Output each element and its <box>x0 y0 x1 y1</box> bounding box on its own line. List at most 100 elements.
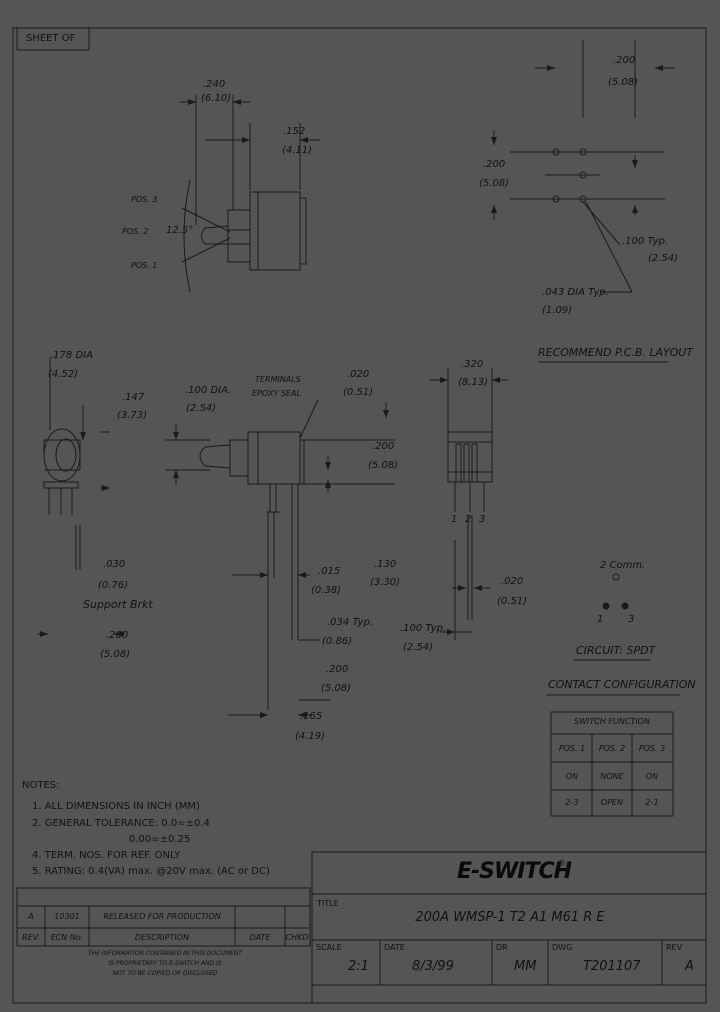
note-2: 2. GENERAL TOLERANCE: 0.0=±0.4 <box>32 818 210 829</box>
notes-title: NOTES: <box>22 780 60 791</box>
dim-020-b-mm: (0.51) <box>497 596 528 607</box>
header-rev: REV. <box>22 933 40 942</box>
table-cell-r1-pos3: ON <box>645 772 659 781</box>
circuit-terminal-3: 3 <box>628 614 635 625</box>
disclaimer-line-2: IS PROPRIETARY TO E-SWITCH AND IS <box>108 960 222 967</box>
dim-030-mm: (0.76) <box>98 580 129 591</box>
dim-200-b: .200 <box>372 441 395 452</box>
dim-130-mm: (3.30) <box>370 577 401 588</box>
date-value: 8/3/99 <box>412 959 454 974</box>
brand-registered-mark: ® <box>557 859 566 869</box>
scale-label: SCALE <box>316 943 342 952</box>
dwg-label: DWG <box>552 943 573 952</box>
dim-200-d: .200 <box>326 664 349 675</box>
dim-100-typ-2-mm: (2.54) <box>403 642 434 653</box>
circuit-terminal-1: 1 <box>597 614 604 625</box>
rev-label: REV <box>666 943 683 952</box>
dr-value: MM <box>514 959 537 974</box>
label-pos3: POS. 3 <box>131 195 158 204</box>
label-support-bracket: Support Brkt <box>83 598 153 611</box>
dim-043-mm: (1.09) <box>542 305 573 316</box>
dim-152-mm: (4.11) <box>282 145 313 156</box>
dim-015: .015 <box>318 566 341 577</box>
pin-2: 2 <box>465 514 472 525</box>
date-label: DATE <box>384 943 405 952</box>
dim-034-mm: (0.86) <box>322 636 353 647</box>
dim-178: .178 DIA <box>50 350 93 361</box>
dwg-value: T201107 <box>583 959 641 974</box>
dim-200-c: .200 <box>106 630 129 641</box>
circuit-label: CIRCUIT: SPDT <box>576 644 656 657</box>
table-cell-r2-pos2: OPEN <box>600 798 624 807</box>
dim-020-a-mm: (0.51) <box>343 387 374 398</box>
table-cell-r1-pos2: NONE <box>600 772 624 781</box>
dr-label: DR <box>496 943 508 952</box>
header-description: DESCRIPTION <box>134 933 190 942</box>
dim-240-mm: (6.10) <box>201 93 232 104</box>
dim-100-dia: .100 DIA. <box>185 385 232 396</box>
dim-165: .165 <box>300 711 323 722</box>
dim-178-mm: (4.52) <box>48 369 79 380</box>
label-angle: 12.5° <box>166 225 194 236</box>
dim-200-c-mm: (5.08) <box>100 649 131 660</box>
table-cell-r2-pos1: 2-3 <box>565 798 579 807</box>
revision-description: RELEASED FOR PRODUCTION <box>103 912 221 921</box>
pin-3: 3 <box>479 514 486 525</box>
dim-200-b-mm: (5.08) <box>368 460 399 471</box>
dim-043: .043 DIA Typ. <box>542 287 609 298</box>
recommend-pcb-layout: RECOMMEND P.C.B. LAYOUT <box>538 346 693 359</box>
dim-200-left-mm: (5.08) <box>479 178 510 189</box>
dim-100-dia-mm: (2.54) <box>186 403 217 414</box>
table-header-pos3: POS. 3 <box>638 744 666 753</box>
dim-147-mm: (3.73) <box>117 410 148 421</box>
dim-200-left: .200 <box>483 159 506 170</box>
dim-100-typ-mm: (2.54) <box>648 253 679 264</box>
table-header-pos1: POS. 1 <box>558 744 586 753</box>
note-4: 5. RATING: 0.4(VA) max. @20V max. (AC or… <box>32 866 270 877</box>
header-chkd: CHKD <box>285 933 309 942</box>
dim-020-b: .020 <box>501 576 524 587</box>
dim-130: .130 <box>374 559 397 570</box>
dim-015-mm: (0.38) <box>311 585 342 596</box>
sheet-label: SHEET OF <box>26 33 76 44</box>
header-ecn: ECN No. <box>50 933 84 942</box>
contact-configuration: CONTACT CONFIGURATION <box>548 678 696 691</box>
dim-152: .152 <box>283 126 306 137</box>
note-3: 4. TERM. NOS. FOR REF. ONLY <box>32 850 181 861</box>
brand-logo: E-SWITCH <box>457 859 572 884</box>
dim-320: .320 <box>461 359 484 370</box>
drawing-title: 200A WMSP-1 T2 A1 M61 R E <box>415 910 605 925</box>
label-pos2: POS. 2 <box>122 227 149 236</box>
dim-200-d-mm: (5.08) <box>321 683 352 694</box>
dim-320-mm: (8.13) <box>458 377 489 388</box>
dim-200-top: .200 <box>613 55 636 66</box>
scale-value: 2:1 <box>348 959 369 974</box>
table-cell-r2-pos3: 2-1 <box>645 798 659 807</box>
table-cell-r1-pos1: ON <box>565 772 579 781</box>
label-terminals: TERMINALS <box>255 375 301 384</box>
rev-value: A <box>685 959 694 974</box>
label-pos1: POS. 1 <box>131 261 158 270</box>
dim-165-mm: (4.19) <box>295 731 326 742</box>
dim-147: .147 <box>122 392 145 403</box>
revision-ecn: 10301 <box>54 912 80 921</box>
dim-030: .030 <box>103 559 126 570</box>
header-date: DATE <box>249 933 271 942</box>
note-2b: 0.00=±0.25 <box>129 834 191 845</box>
pin-1: 1 <box>451 514 458 525</box>
note-1: 1. ALL DIMENSIONS IN INCH (MM) <box>32 801 200 812</box>
title-label: TITLE <box>317 899 339 908</box>
revision-rev: A <box>28 912 34 921</box>
switch-function-title: SWITCH FUNCTION <box>574 717 650 726</box>
dim-020-a: .020 <box>347 369 370 380</box>
table-header-pos2: POS. 2 <box>598 744 626 753</box>
disclaimer-line-1: THE INFORMATION CONTAINED IN THIS DOCUME… <box>88 950 242 957</box>
label-epoxy-seal: EPOXY SEAL <box>252 389 301 398</box>
dim-100-typ: .100 Typ. <box>622 236 669 247</box>
disclaimer-line-3: NOT TO BE COPIED OR DISCLOSED <box>112 970 218 977</box>
dim-034: .034 Typ. <box>327 617 374 628</box>
dim-240: .240 <box>203 79 226 90</box>
dim-200-top-mm: (5.08) <box>608 77 639 88</box>
